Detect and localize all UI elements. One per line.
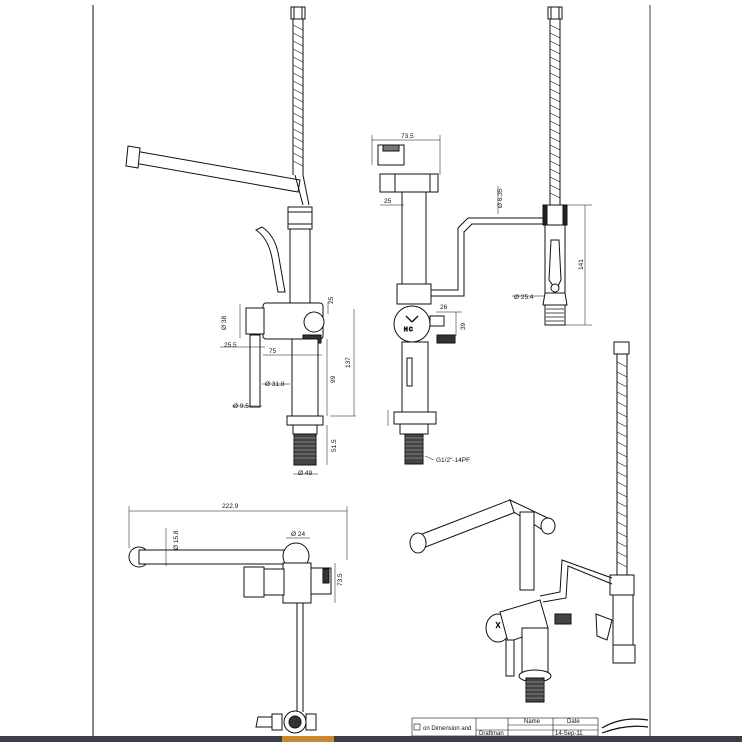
hose-view-dimensions	[512, 204, 592, 326]
side-view	[125, 6, 325, 466]
title-block-col-name: Name	[524, 719, 541, 725]
side-hook-lever	[255, 226, 286, 293]
bottom-strip	[0, 736, 742, 742]
front-column	[401, 191, 427, 285]
front-spout-body	[379, 173, 439, 193]
top-hose-line	[296, 603, 304, 712]
dim-top-d15-8: Ø 15.8	[173, 530, 180, 550]
title-block-col-date: Date	[567, 719, 580, 725]
dim-front-d26: 26	[440, 304, 448, 311]
dim-hose-d25-4: Ø 25.4	[514, 294, 534, 301]
dim-side-d25: 25	[328, 296, 335, 304]
side-spray-body	[289, 228, 311, 310]
iso-hose	[616, 354, 628, 575]
dim-side-d137: 137	[345, 357, 352, 368]
iso-spray-hook	[595, 613, 613, 641]
top-view	[128, 542, 332, 734]
front-view-dimensions	[371, 135, 499, 461]
hose-view-hose	[549, 19, 561, 205]
dim-front-d6-35: Ø 6.35	[497, 188, 504, 208]
dim-front-d25: 25	[384, 198, 392, 205]
front-base	[393, 411, 437, 425]
side-hose-nut	[290, 6, 306, 20]
dim-top-d222-9: 222.9	[222, 503, 239, 510]
top-spout-arm	[138, 549, 296, 565]
front-lower-body	[401, 341, 429, 413]
hose-view-nozzle	[544, 304, 566, 326]
dim-side-d75: 75	[269, 348, 277, 355]
bottom-strip-accent	[282, 736, 334, 742]
side-hose	[292, 19, 304, 175]
front-thread-shank	[404, 433, 424, 465]
side-spout-tip	[125, 145, 141, 169]
front-hook-pipe	[420, 217, 545, 297]
title-block-note: on Dimension and	[423, 726, 471, 732]
isometric-view	[409, 341, 636, 703]
dim-side-d49: Ø 49	[298, 470, 312, 477]
side-thread-shank	[293, 433, 317, 466]
dim-side-d51-5: 51.5	[331, 439, 338, 452]
title-block	[411, 717, 649, 737]
label-thread-spec: G1/2"-14PF	[436, 457, 470, 464]
dim-front-d73-5: 73.5	[401, 133, 414, 140]
hose-view-nut	[547, 6, 563, 20]
front-valve-collar	[396, 283, 432, 305]
iso-body-column	[521, 627, 549, 673]
side-handle-rod	[249, 334, 261, 408]
side-base	[286, 415, 324, 426]
side-valve-cap	[245, 307, 265, 335]
iso-collar	[609, 574, 635, 596]
top-view-dimensions	[128, 506, 348, 603]
dim-side-d99: 99	[330, 375, 337, 383]
dim-hose-d141: 141	[578, 259, 585, 270]
side-spout-arm	[133, 150, 301, 193]
side-view-dimensions	[220, 302, 356, 475]
iso-spout-arm	[416, 499, 517, 549]
side-hose-coil	[292, 24, 304, 167]
dim-top-d73-5: 73.5	[337, 573, 344, 586]
iso-hose-nut	[613, 341, 630, 355]
svg-text:H C: H C	[404, 327, 413, 333]
iso-nozzle	[612, 644, 636, 664]
title-block-logo-swoosh	[601, 718, 649, 734]
front-valve-knob	[393, 305, 431, 343]
title-block-date-value: 14-Sep-11	[555, 731, 583, 737]
dim-top-d24: Ø 24	[291, 531, 305, 538]
dim-side-d9-5: Ø 9.5	[233, 403, 249, 410]
title-block-draftman: Draftman	[479, 731, 504, 737]
dim-side-d38: Ø 38	[221, 316, 228, 330]
dim-side-d31-8: Ø 31.8	[265, 381, 285, 388]
hose-view-hook	[548, 239, 562, 291]
dim-side-d25-5: 25.5	[224, 342, 237, 349]
side-collar	[287, 206, 313, 230]
hose-view	[542, 6, 568, 326]
iso-hook-pipe	[539, 559, 613, 603]
side-body-column	[291, 338, 319, 417]
iso-side-outlet	[554, 613, 572, 625]
iso-column	[519, 511, 535, 591]
dim-front-d39: 39	[460, 322, 467, 330]
iso-spout-tip	[409, 532, 427, 554]
top-body	[282, 562, 312, 604]
top-side-outlet	[322, 568, 330, 584]
front-outlet	[436, 334, 456, 344]
front-view: H C	[377, 144, 545, 465]
top-valve-cap	[243, 566, 265, 598]
